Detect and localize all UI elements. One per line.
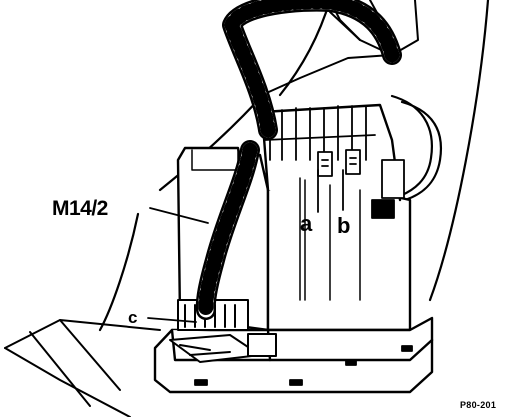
top-connector-pins — [264, 105, 405, 219]
figure-code: P80-201 — [460, 400, 497, 410]
callout-label-b: b — [337, 213, 351, 238]
callout-label-c: c — [128, 308, 138, 327]
bottom-connector — [169, 299, 277, 363]
side-wire — [390, 94, 443, 202]
callout-leaders — [147, 169, 344, 323]
base-slots — [194, 345, 413, 386]
callout-label-a: a — [300, 211, 313, 236]
component-label-m14-2: M14/2 — [52, 197, 108, 220]
floor-plate — [4, 319, 161, 417]
housing-detail-lines — [191, 149, 361, 301]
wiring-harness — [195, 0, 402, 320]
